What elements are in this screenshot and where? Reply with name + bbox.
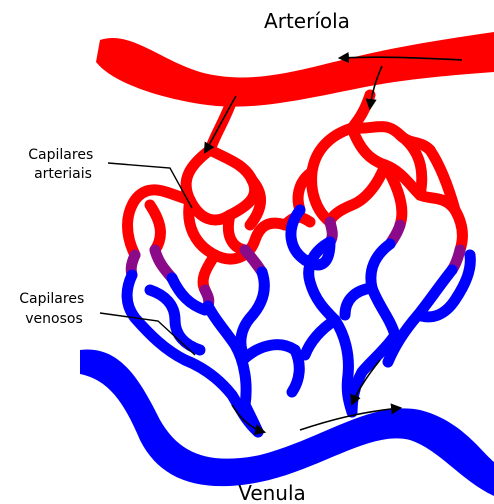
- venous-capillaries-label-line2: venosos: [25, 311, 83, 327]
- venous-capillary-network: [127, 210, 470, 432]
- venous-capillaries-label: Capilares venosos: [19, 291, 88, 327]
- venule-label: Venula: [238, 481, 306, 504]
- venule-vessel: [80, 350, 494, 496]
- arterial-capillary-network: [128, 95, 463, 290]
- arterial-capillaries-label-line2: arteriais: [34, 166, 92, 182]
- arterial-capillaries-label-line1: Capilares: [28, 147, 93, 163]
- arterial-capillaries-label: Capilares arteriais: [28, 147, 97, 182]
- arteriole-vessel: [96, 32, 494, 107]
- venous-capillaries-label-line1: Capilares: [19, 291, 84, 307]
- arteriole-label: Arteríola: [264, 9, 350, 33]
